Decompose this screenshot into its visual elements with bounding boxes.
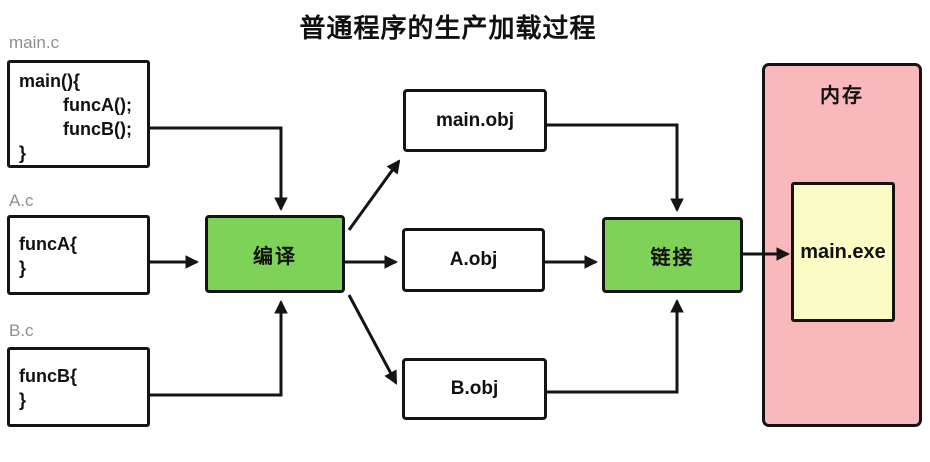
object-box-b-obj: B.obj <box>402 358 547 420</box>
source-box-a-c: funcA{ } <box>7 215 150 295</box>
source-box-main-c: main(){ funcA(); funcB(); } <box>7 60 150 168</box>
diagram-title: 普通程序的生产加载过程 <box>299 13 597 43</box>
code-line: funcA(); <box>63 95 132 115</box>
arrow-mainobj-to-link <box>547 123 684 213</box>
code-line: funcB{ <box>19 366 77 386</box>
compile-box: 编译 <box>205 215 345 293</box>
arrow-bc-to-compile <box>150 299 288 397</box>
memory-label: 内存 <box>820 85 864 107</box>
code-line: } <box>19 390 27 410</box>
link-box: 链接 <box>602 217 743 293</box>
exe-box: main.exe <box>791 182 895 322</box>
file-label-b-c: B.c <box>9 321 34 340</box>
arrow-bobj-to-link <box>547 298 684 394</box>
code-line: } <box>19 258 27 278</box>
arrow-compile-to-mainobj <box>347 159 401 231</box>
object-box-a-obj: A.obj <box>402 228 545 292</box>
arrow-compile-to-bobj <box>347 294 398 385</box>
code-line: } <box>19 143 27 163</box>
source-box-b-c: funcB{ } <box>7 347 150 427</box>
arrow-mainc-to-compile <box>150 126 288 212</box>
code-line: funcB(); <box>63 119 132 139</box>
file-label-a-c: A.c <box>9 191 34 210</box>
code-line: main(){ <box>19 71 81 91</box>
file-label-main-c: main.c <box>9 33 60 52</box>
code-line: funcA{ <box>19 234 77 254</box>
object-box-main-obj: main.obj <box>403 89 547 152</box>
